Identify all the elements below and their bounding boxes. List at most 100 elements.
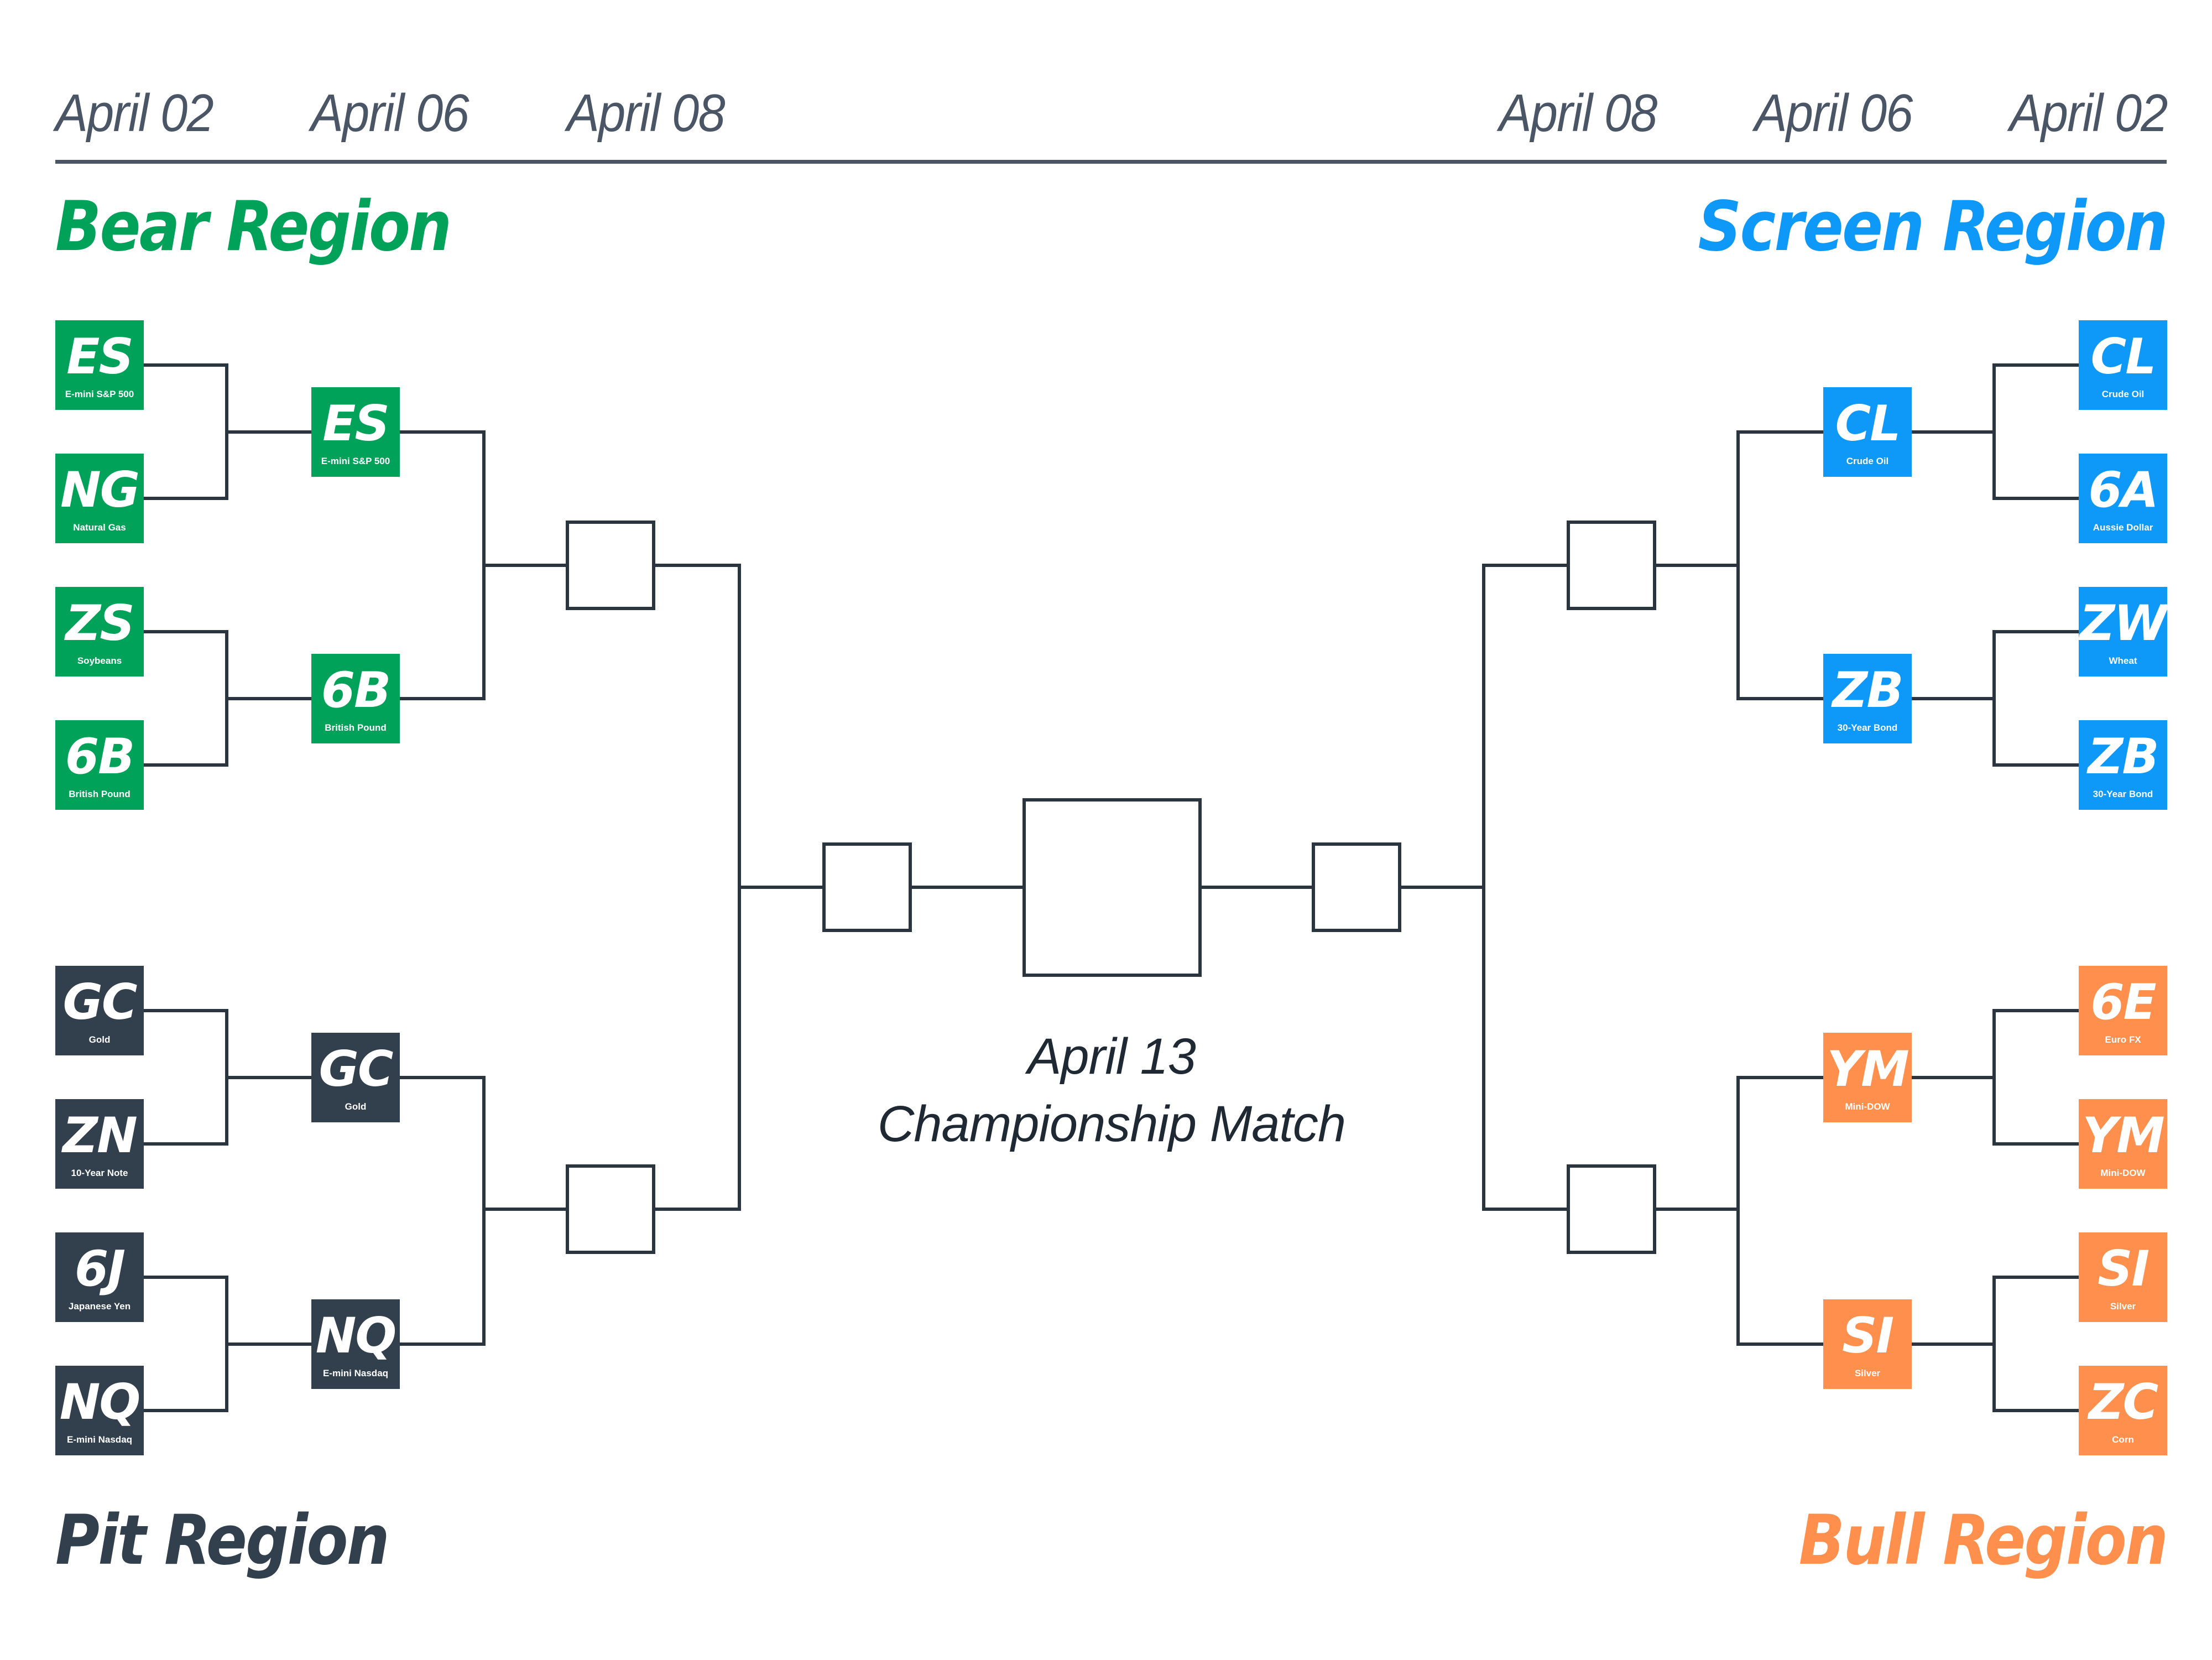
team-bear-r1-4[interactable]: 6B British Pound <box>55 720 144 810</box>
connector-line <box>400 430 486 434</box>
team-symbol: 6B <box>321 662 391 719</box>
bear-region-final-slot[interactable] <box>566 521 655 610</box>
team-pit-r2-1[interactable]: GC Gold <box>311 1033 400 1122</box>
connector-line <box>1992 497 2079 500</box>
team-name: Wheat <box>2109 655 2137 666</box>
connector-line <box>1912 1076 1996 1079</box>
connector-line <box>1912 1342 1996 1346</box>
connector-line <box>1992 630 1996 767</box>
team-name: Mini-DOW <box>2100 1168 2146 1178</box>
connector-line <box>1992 1276 2079 1279</box>
team-symbol: ZC <box>2088 1373 2158 1430</box>
team-symbol: SI <box>1841 1307 1894 1364</box>
team-pit-r1-3[interactable]: 6J Japanese Yen <box>55 1232 144 1322</box>
team-pit-r1-2[interactable]: ZN 10-Year Note <box>55 1099 144 1189</box>
team-screen-r2-1[interactable]: CL Crude Oil <box>1823 387 1912 477</box>
team-bull-r1-1[interactable]: 6E Euro FX <box>2079 966 2167 1055</box>
connector-line <box>144 1409 228 1412</box>
connector-line <box>1656 564 1740 567</box>
team-bull-r1-2[interactable]: YM Mini-DOW <box>2079 1099 2167 1189</box>
region-title-bear: Bear Region <box>55 187 452 267</box>
connector-line <box>1202 886 1312 889</box>
team-symbol: ZW <box>2079 595 2168 652</box>
team-name: Silver <box>1854 1368 1881 1378</box>
team-symbol: YM <box>2082 1107 2164 1164</box>
pit-region-final-slot[interactable] <box>566 1164 655 1254</box>
connector-line <box>1912 697 1996 700</box>
region-title-pit: Pit Region <box>55 1501 390 1580</box>
bull-region-final-slot[interactable] <box>1567 1164 1656 1254</box>
team-name: E-mini S&P 500 <box>65 389 134 399</box>
team-symbol: ZB <box>1832 662 1904 719</box>
team-name: E-mini S&P 500 <box>321 456 390 466</box>
date-right-round3: April 08 <box>1499 84 1657 143</box>
connector-line <box>400 697 486 700</box>
connector-line <box>738 886 822 889</box>
connector-line <box>1992 630 2079 633</box>
team-pit-r1-4[interactable]: NQ E-mini Nasdaq <box>55 1366 144 1455</box>
team-bear-r1-2[interactable]: NG Natural Gas <box>55 454 144 543</box>
team-symbol: SI <box>2097 1240 2150 1297</box>
team-name: Soybeans <box>77 655 122 666</box>
team-bull-r1-4[interactable]: ZC Corn <box>2079 1366 2167 1455</box>
team-symbol: 6B <box>65 728 135 785</box>
team-bull-r2-1[interactable]: YM Mini-DOW <box>1823 1033 1912 1122</box>
team-name: E-mini Nasdaq <box>66 1434 133 1445</box>
team-symbol: ES <box>322 395 390 452</box>
screen-region-final-slot[interactable] <box>1567 521 1656 610</box>
connector-line <box>1992 763 2079 767</box>
connector-line <box>225 1076 311 1079</box>
team-name: Aussie Dollar <box>2093 522 2153 533</box>
team-screen-r1-1[interactable]: CL Crude Oil <box>2079 320 2167 410</box>
connector-line <box>1736 1342 1823 1346</box>
team-name: Gold <box>88 1034 111 1045</box>
team-bull-r2-2[interactable]: SI Silver <box>1823 1299 1912 1389</box>
team-symbol: 6J <box>75 1240 126 1297</box>
team-symbol: NQ <box>315 1307 397 1364</box>
connector-line <box>1992 363 2079 367</box>
date-right-round2: April 06 <box>1754 84 1913 143</box>
connector-line <box>144 497 228 500</box>
team-pit-r2-2[interactable]: NQ E-mini Nasdaq <box>311 1299 400 1389</box>
championship-date: April 13 <box>1027 1028 1196 1085</box>
team-symbol: GC <box>62 974 138 1031</box>
team-name: E-mini Nasdaq <box>322 1368 389 1378</box>
connector-line <box>1992 1142 2079 1146</box>
championship-label: Championship Match <box>877 1096 1346 1152</box>
team-name: Crude Oil <box>1846 456 1889 466</box>
connector-line <box>1992 1009 1996 1146</box>
connector-line <box>655 1208 741 1211</box>
connector-line <box>1992 1409 2079 1412</box>
left-semifinal-slot[interactable] <box>822 842 912 932</box>
team-bear-r2-2[interactable]: 6B British Pound <box>311 654 400 743</box>
connector-line <box>144 1142 228 1146</box>
team-symbol: CL <box>2090 328 2157 385</box>
region-title-bull: Bull Region <box>1798 1501 2168 1580</box>
team-bear-r1-1[interactable]: ES E-mini S&P 500 <box>55 320 144 410</box>
team-symbol: ZB <box>2088 728 2159 785</box>
connector-line <box>1736 697 1823 700</box>
team-screen-r1-4[interactable]: ZB 30-Year Bond <box>2079 720 2167 810</box>
connector-line <box>912 886 1022 889</box>
team-name: Crude Oil <box>2101 389 2145 399</box>
team-pit-r1-1[interactable]: GC Gold <box>55 966 144 1055</box>
team-symbol: YM <box>1827 1040 1909 1097</box>
championship-slot[interactable] <box>1022 798 1202 977</box>
team-screen-r2-2[interactable]: ZB 30-Year Bond <box>1823 654 1912 743</box>
team-name: British Pound <box>325 722 387 733</box>
team-bear-r1-3[interactable]: ZS Soybeans <box>55 587 144 677</box>
connector-line <box>1656 1208 1740 1211</box>
team-screen-r1-2[interactable]: 6A Aussie Dollar <box>2079 454 2167 543</box>
team-symbol: NG <box>60 461 140 518</box>
connector-line <box>1401 886 1485 889</box>
team-name: British Pound <box>69 789 131 799</box>
team-screen-r1-3[interactable]: ZW Wheat <box>2079 587 2167 677</box>
team-symbol: ZN <box>62 1107 137 1164</box>
team-bear-r2-1[interactable]: ES E-mini S&P 500 <box>311 387 400 477</box>
connector-line <box>1992 1276 1996 1412</box>
date-right-round1: April 02 <box>2009 84 2168 143</box>
connector-line <box>1482 564 1485 1211</box>
right-semifinal-slot[interactable] <box>1312 842 1401 932</box>
team-bull-r1-3[interactable]: SI Silver <box>2079 1232 2167 1322</box>
connector-line <box>225 1342 311 1346</box>
